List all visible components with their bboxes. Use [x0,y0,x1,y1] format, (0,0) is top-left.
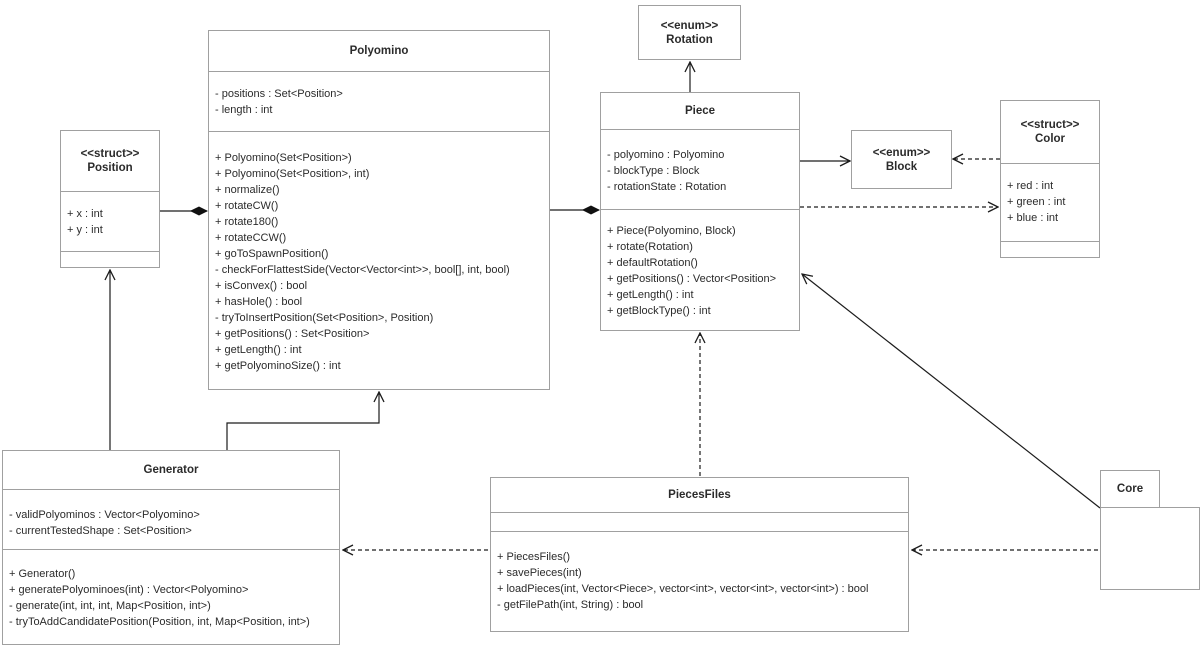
class-member: + y : int [67,224,103,236]
class-member: - tryToInsertPosition(Set<Position>, Pos… [215,312,434,324]
class-member: - polyomino : Polyomino [607,149,725,161]
class-member: + Generator() [9,568,76,580]
class-title: PiecesFiles [491,478,908,512]
class-member: - generate(int, int, int, Map<Position, … [9,600,211,612]
class-member: - rotationState : Rotation [607,181,727,193]
methods-compartment: + Polyomino(Set<Position>) + Polyomino(Se… [209,131,549,389]
class-name: Piece [684,105,716,117]
methods-compartment [61,251,159,267]
methods-compartment: + Piece(Polyomino, Block) + rotate(Rotati… [601,209,799,330]
class-title: <<struct>> Color [1001,101,1099,163]
class-stereotype: <<enum>> [872,146,931,159]
class-member: + rotate(Rotation) [607,241,693,253]
class-name: Rotation [666,33,713,46]
class-stereotype: <<enum>> [660,19,719,32]
class-name: Color [1034,133,1066,145]
class-rotation[interactable]: <<enum>> Rotation [638,5,741,60]
class-position[interactable]: <<struct>> Position + x : int + y : int [60,130,160,268]
class-title: <<struct>> Position [61,131,159,191]
class-member: + isConvex() : bool [215,280,308,292]
class-title: Piece [601,93,799,129]
class-member: - currentTestedShape : Set<Position> [9,525,192,537]
class-member: + red : int [1007,180,1054,192]
class-member: + PiecesFiles() [497,551,571,563]
class-member: + Polyomino(Set<Position>, int) [215,168,370,180]
class-member: - length : int [215,104,273,116]
class-member: + loadPieces(int, Vector<Piece>, vector<… [497,583,869,595]
class-title: Polyomino [209,31,549,71]
class-member: - tryToAddCandidatePosition(Position, in… [9,616,310,628]
class-member: + getLength() : int [607,289,694,301]
class-title: <<enum>> Rotation [639,6,740,59]
attributes-compartment: + red : int + green : int + blue : int [1001,163,1099,241]
class-stereotype: <<struct>> [1020,119,1080,131]
class-piecesfiles[interactable]: PiecesFiles + PiecesFiles() + savePieces(… [490,477,909,632]
class-member: + getLength() : int [215,344,302,356]
package-core-body[interactable] [1100,507,1200,590]
class-member: + rotateCCW() [215,232,287,244]
association-generator-polyomino [226,392,379,450]
class-title: Generator [3,451,339,489]
class-member: - checkForFlattestSide(Vector<Vector<int… [215,264,510,276]
class-member: + generatePolyominoes(int) : Vector<Poly… [9,584,249,596]
class-member: - getFilePath(int, String) : bool [497,599,644,611]
class-member: + x : int [67,208,103,220]
class-stereotype: <<struct>> [80,148,140,160]
methods-compartment: + Generator() + generatePolyominoes(int) … [3,549,339,644]
class-member: + green : int [1007,196,1066,208]
class-name: Position [87,162,133,174]
class-generator[interactable]: Generator - validPolyominos : Vector<Pol… [2,450,340,645]
attributes-compartment: - validPolyominos : Vector<Polyomino> - c… [3,489,339,549]
class-name: Block [885,160,918,173]
class-member: + goToSpawnPosition() [215,248,329,260]
class-member: - blockType : Block [607,165,700,177]
methods-compartment [1001,241,1099,257]
attributes-compartment [491,512,908,531]
class-member: - validPolyominos : Vector<Polyomino> [9,509,200,521]
class-name: PiecesFiles [668,489,731,501]
class-member: + rotate180() [215,216,279,228]
attributes-compartment: - positions : Set<Position> - length : in… [209,71,549,131]
class-title: <<enum>> Block [852,131,951,188]
class-polyomino[interactable]: Polyomino - positions : Set<Position> - l… [208,30,550,390]
class-piece[interactable]: Piece - polyomino : Polyomino - blockType… [600,92,800,331]
class-name: Polyomino [349,45,409,57]
class-member: - positions : Set<Position> [215,88,343,100]
class-member: + getPositions() : Vector<Position> [607,273,777,285]
class-member: + blue : int [1007,212,1059,224]
attributes-compartment: - polyomino : Polyomino - blockType : Blo… [601,129,799,209]
class-color[interactable]: <<struct>> Color + red : int + green : in… [1000,100,1100,258]
package-name: Core [1116,483,1144,495]
class-member: + getPolyominoSize() : int [215,360,341,372]
class-member: + hasHole() : bool [215,296,303,308]
class-name: Generator [143,464,199,476]
class-member: + Piece(Polyomino, Block) [607,225,736,237]
class-member: + normalize() [215,184,280,196]
class-member: + getPositions() : Set<Position> [215,328,370,340]
class-block[interactable]: <<enum>> Block [851,130,952,189]
class-member: + rotateCW() [215,200,279,212]
class-member: + getBlockType() : int [607,305,711,317]
association-core-piece [802,274,1101,509]
class-member: + defaultRotation() [607,257,698,269]
class-member: + Polyomino(Set<Position>) [215,152,352,164]
attributes-compartment: + x : int + y : int [61,191,159,251]
methods-compartment: + PiecesFiles() + savePieces(int) + loadPi… [491,531,908,631]
class-member: + savePieces(int) [497,567,582,579]
package-core-tab[interactable]: Core [1100,470,1160,508]
